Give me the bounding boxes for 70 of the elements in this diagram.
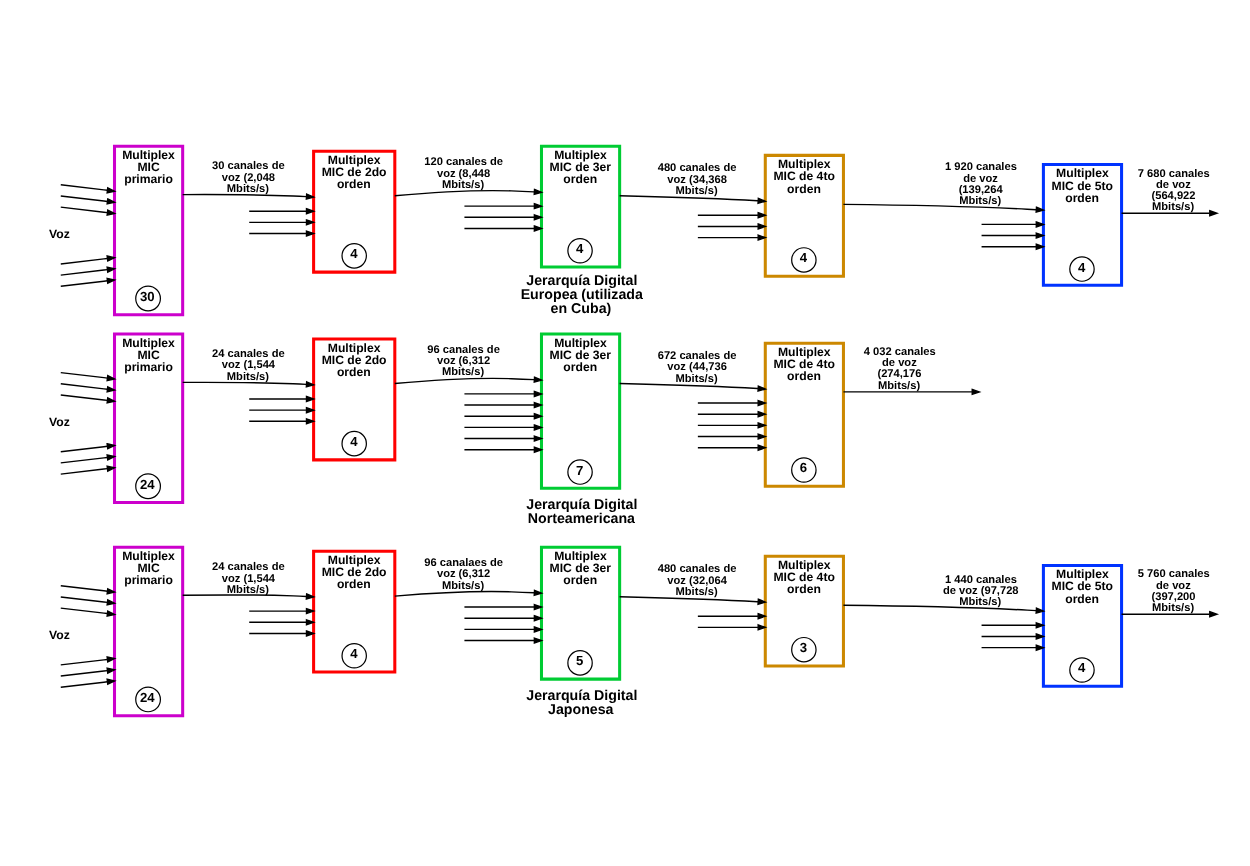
arrow	[697, 432, 768, 440]
arrow	[697, 409, 768, 417]
arrow	[463, 624, 544, 632]
arrow	[697, 233, 768, 241]
arrow	[248, 617, 316, 625]
arrow	[697, 398, 768, 406]
arrow	[697, 622, 768, 630]
arrow	[60, 183, 117, 193]
arrow	[618, 194, 768, 204]
arrow	[60, 205, 117, 216]
arrow	[248, 416, 316, 424]
arrow	[60, 254, 117, 264]
arrow	[60, 606, 117, 616]
arrow	[60, 370, 117, 381]
arrow	[980, 643, 1046, 651]
arrow	[980, 620, 1046, 628]
arrow	[463, 422, 544, 430]
arrow	[980, 632, 1046, 639]
arrow	[60, 453, 117, 463]
arrow	[60, 584, 117, 594]
arrow	[463, 389, 544, 397]
arrow	[980, 219, 1046, 227]
arrow	[618, 381, 768, 391]
arrow	[181, 591, 316, 599]
arrow	[463, 201, 544, 209]
arrow	[697, 611, 768, 619]
arrow	[463, 445, 544, 453]
arrow	[842, 603, 1046, 614]
arrow	[248, 405, 316, 413]
arrow	[60, 595, 117, 605]
arrow	[463, 400, 544, 408]
arrow	[181, 379, 316, 387]
arrow	[463, 636, 544, 644]
arrow	[248, 206, 316, 214]
arrow	[60, 393, 117, 403]
arrow	[394, 375, 544, 384]
arrow	[60, 194, 117, 204]
arrow	[697, 210, 768, 218]
arrow	[697, 443, 768, 451]
arrow	[463, 434, 544, 442]
arrow	[248, 229, 316, 237]
arrow	[60, 655, 117, 665]
arrow	[394, 187, 544, 196]
arrow	[1120, 208, 1220, 216]
arrow	[618, 594, 768, 605]
arrow	[60, 666, 117, 676]
arrow	[248, 628, 316, 636]
arrow	[463, 411, 544, 419]
arrow	[463, 212, 544, 220]
arrow	[980, 231, 1046, 239]
arrow	[248, 394, 316, 402]
arrow	[842, 202, 1046, 213]
arrow	[60, 382, 117, 392]
arrow	[980, 242, 1046, 250]
arrow	[463, 223, 544, 231]
arrow	[697, 420, 768, 428]
arrow	[697, 221, 768, 229]
arrow	[60, 464, 117, 474]
arrow	[248, 606, 316, 614]
arrow	[248, 217, 316, 225]
arrow	[394, 588, 544, 596]
arrow	[842, 387, 982, 395]
arrow	[60, 441, 117, 452]
arrow	[463, 613, 544, 621]
arrow	[181, 192, 316, 200]
arrow	[1120, 609, 1220, 617]
arrow	[60, 276, 117, 286]
arrow	[60, 265, 117, 275]
arrow	[60, 677, 117, 687]
arrow	[463, 602, 544, 610]
